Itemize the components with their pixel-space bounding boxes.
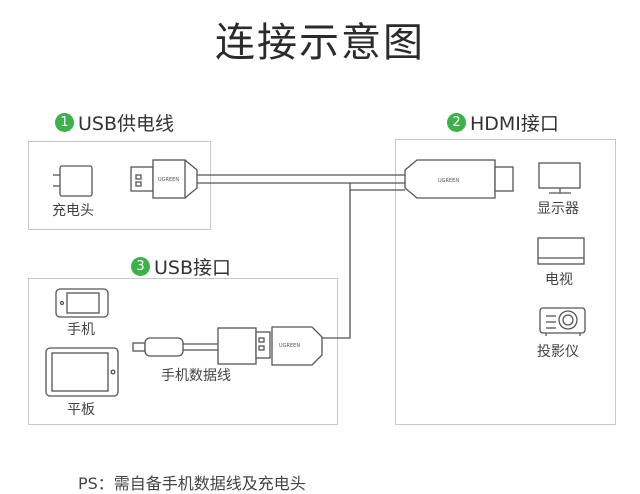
section-title: USB接口: [154, 257, 232, 279]
phone-label: 手机: [67, 322, 95, 338]
hdmi-plug-icon: [404, 159, 514, 199]
section-title: USB供电线: [78, 113, 175, 135]
page-title: 连接示意图: [215, 20, 425, 66]
section-title: HDMI接口: [470, 113, 559, 135]
usb-socket-icon: [271, 326, 323, 366]
section-label-hdmi: 2 HDMI接口: [447, 109, 559, 136]
brand-text: UGREEN: [279, 343, 300, 349]
brand-text: UGREEN: [158, 177, 179, 183]
monitor-label: 显示器: [537, 201, 579, 217]
projector-label: 投影仪: [537, 344, 579, 360]
charger-label: 充电头: [52, 203, 94, 219]
tv-icon: [537, 237, 585, 265]
section-label-usb-port: 3 USB接口: [131, 253, 231, 280]
tablet-label: 平板: [67, 402, 95, 418]
tv-label: 电视: [545, 272, 573, 288]
number-badge: 3: [131, 257, 150, 276]
usb-a-plug-icon: [130, 159, 198, 199]
charger-icon: [53, 165, 93, 197]
phone-icon: [55, 288, 109, 318]
footer-note: PS：需自备手机数据线及充电头: [78, 474, 306, 493]
connection-diagram: UGREEN UGREEN UGREEN: [45, 159, 586, 397]
number-badge: 1: [55, 113, 74, 132]
tablet-icon: [45, 347, 119, 397]
cables: [197, 174, 405, 339]
micro-usb-cable-icon: [132, 327, 271, 365]
cable-label: 手机数据线: [161, 368, 231, 384]
number-badge: 2: [447, 113, 466, 132]
monitor-icon: [538, 162, 581, 194]
brand-text: UGREEN: [438, 178, 459, 184]
section-label-usb-power: 1 USB供电线: [55, 109, 174, 136]
projector-icon: [539, 307, 586, 336]
